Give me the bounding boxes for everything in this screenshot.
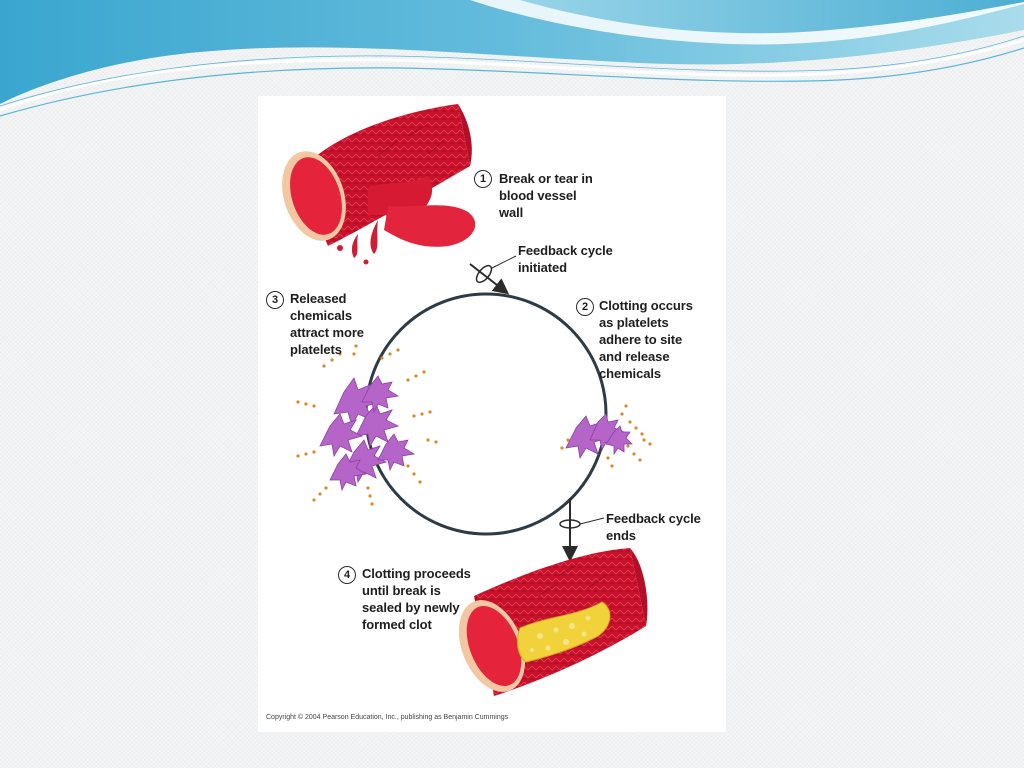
step-2-number-badge: 2 bbox=[576, 298, 594, 316]
step-3-number-badge: 3 bbox=[266, 291, 284, 309]
feedback-start-label: Feedback cycle initiated bbox=[518, 243, 613, 275]
torn-blood-vessel-illustration bbox=[282, 104, 476, 265]
step-4-number-badge: 4 bbox=[338, 566, 356, 584]
step-1-label: Break or tear in blood vessel wall bbox=[499, 171, 593, 220]
header-wave-decoration bbox=[0, 0, 1024, 117]
platelet-cluster-illustration bbox=[296, 344, 438, 506]
feedback-start-arrow bbox=[469, 255, 517, 295]
adhering-platelets-illustration bbox=[560, 404, 652, 468]
feedback-end-label: Feedback cycle ends bbox=[606, 511, 701, 543]
sealed-blood-vessel-illustration bbox=[458, 548, 648, 696]
feedback-end-arrow bbox=[559, 498, 605, 562]
step-2-label: Clotting occurs as platelets adhere to s… bbox=[599, 298, 693, 381]
diagram-artwork bbox=[282, 104, 652, 696]
hemostasis-feedback-figure: 1 Break or tear in blood vessel wall Fee… bbox=[258, 96, 726, 732]
copyright-notice: Copyright © 2004 Pearson Education, Inc.… bbox=[266, 714, 509, 721]
step-4-label: Clotting proceeds until break is sealed … bbox=[362, 566, 471, 632]
step-1-number-badge: 1 bbox=[474, 170, 492, 188]
step-3-label: Released chemicals attract more platelet… bbox=[290, 291, 364, 357]
